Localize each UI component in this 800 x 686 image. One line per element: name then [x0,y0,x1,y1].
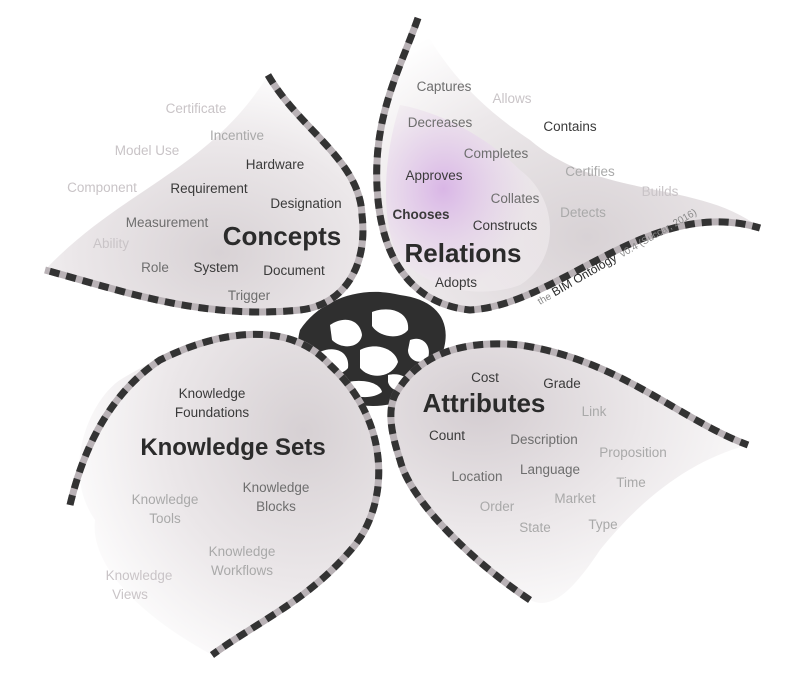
term: Approves [405,168,462,183]
term: Views [112,587,148,602]
term: Link [582,404,607,419]
term: Hardware [246,157,305,172]
term: Model Use [115,143,180,158]
term: Detects [560,205,606,220]
knowledge-sets-terms: Knowledge Foundations Knowledge Blocks K… [106,386,310,602]
term: Knowledge [132,492,199,507]
term: Measurement [126,215,209,230]
concepts-terms: Certificate Incentive Model Use Hardware… [67,101,342,303]
term: Market [554,491,596,506]
term: Workflows [211,563,273,578]
term: Time [616,475,646,490]
term: Knowledge [106,568,173,583]
term: Role [141,260,169,275]
term: Certificate [166,101,227,116]
term: Constructs [473,218,538,233]
term: Location [451,469,502,484]
petal-relations [373,16,762,314]
term: Completes [464,146,529,161]
term: Blocks [256,499,296,514]
term: Captures [417,79,472,94]
term: Chooses [392,207,449,222]
term: Knowledge [179,386,246,401]
term: Order [480,499,515,514]
term: System [193,260,238,275]
term: Component [67,180,137,195]
term: Tools [149,511,181,526]
term: Collates [491,191,540,206]
heading-concepts: Concepts [223,221,341,251]
term: Allows [492,91,531,106]
attributes-terms: Cost Grade Link Count Description Propos… [429,370,667,535]
term: Grade [543,376,581,391]
term: Trigger [228,288,271,303]
term: Cost [471,370,499,385]
heading-attributes: Attributes [423,388,546,418]
petal-knowledge-sets [66,330,383,658]
term: Contains [543,119,597,134]
relations-terms: Captures Allows Decreases Contains Compl… [392,79,678,290]
term: Decreases [408,115,473,130]
term: Foundations [175,405,250,420]
term: Requirement [170,181,248,196]
term: Knowledge [243,480,310,495]
term: Builds [642,184,679,199]
term: Language [520,462,580,477]
petal-attributes [387,340,750,603]
term: Knowledge [209,544,276,559]
term: Type [588,517,617,532]
term: Document [263,263,325,278]
term: State [519,520,551,535]
term: Description [510,432,578,447]
petal-concepts [44,73,367,316]
heading-relations: Relations [404,238,521,268]
term: Designation [270,196,341,211]
term: Adopts [435,275,477,290]
term: Certifies [565,164,615,179]
term: Proposition [599,445,667,460]
term: Ability [93,236,129,251]
term: Count [429,428,465,443]
term: Incentive [210,128,264,143]
heading-knowledge-sets: Knowledge Sets [140,434,325,461]
